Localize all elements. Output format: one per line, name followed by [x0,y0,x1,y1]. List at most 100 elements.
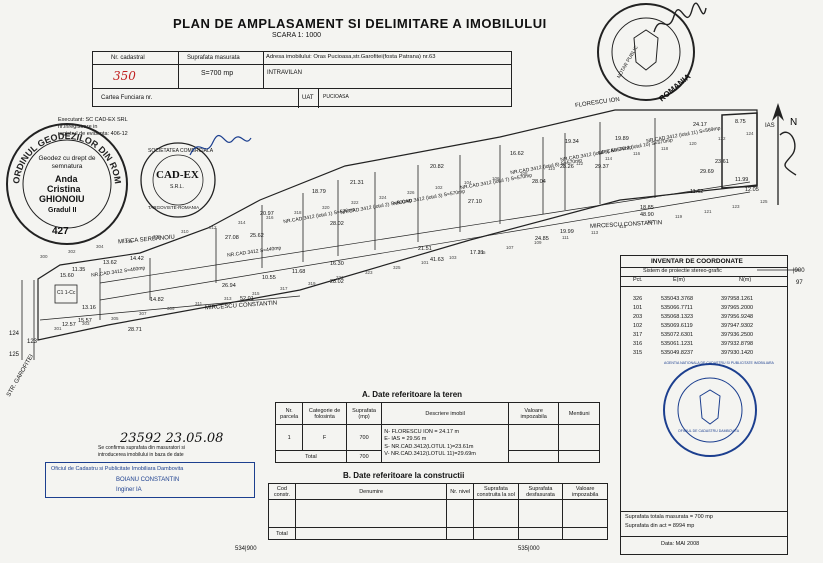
dimension-label: 17.21 [470,250,484,256]
info-box: Nr. cadastral Suprafata masurata Adresa … [92,51,512,108]
table-b-h-desf: Suprafata desfasurata [517,483,564,500]
suprafata-value: S=700 mp [201,70,234,77]
dimension-label: 28.02 [330,279,344,285]
margin-mark-5: 124 [9,331,20,337]
point-label: 111 [562,235,569,240]
footer-handwritten: 23592 23.05.08 [120,431,224,446]
table-a-title: A. Date referitoare la teren [362,390,463,399]
dimension-label: 19.99 [560,229,574,235]
coord-cell: 316 [633,341,643,347]
point-label: 101 [421,260,429,265]
point-label: 320 [322,205,330,210]
dimension-label: 11.35 [72,267,86,273]
coord-header-e: E(m) [673,277,685,283]
point-label: 110 [548,166,556,171]
point-label: 307 [139,311,147,316]
point-label: 302 [68,249,76,254]
executant-line-2: nr.inregistrare in [58,124,98,130]
anc-inner-text: OFICIUL DE CADASTRU DAMBOVITA [678,429,740,433]
coord-cell: 101 [633,305,643,311]
point-label: 121 [704,209,712,214]
margin-mark-3: |900 [793,268,805,274]
point-label: 104 [464,180,472,185]
dimension-label: 28.02 [330,221,344,227]
table-a-h-cat: Categorie de folosinta [302,402,347,425]
geodesist-grade: Gradul II [48,207,77,214]
notary-stamp: ROMANIA NOTAR PUBLIC [594,0,699,105]
dimension-label: 19.89 [615,136,629,142]
dimension-label: 10.55 [262,275,276,281]
table-a-total-value: 700 [345,450,383,463]
point-label: 107 [506,245,514,250]
geodesist-body: Geodez cu drept de semnatura [38,155,96,170]
point-label: 310 [181,229,189,234]
coord-cell: 397930.1420 [721,350,754,356]
coord-cell: 397936.2500 [721,332,754,338]
dimension-label: 21.51 [418,246,432,252]
geodesist-stamp-circle: ORDINUL GEODEZILOR DIN ROMANIA [0,113,128,245]
table-a-desc: N- FLORESCU ION = 24.17 m E- IAS = 29.56… [381,424,509,463]
coord-title: INVENTAR DE COORDONATE [651,258,743,265]
margin-mark-2: 535|000 [518,546,540,552]
point-label: 321 [336,275,344,280]
table-b-title: B. Date referitoare la constructii [343,471,465,480]
table-a-h-ment: Mentiuni [558,402,600,425]
table-a-h-desc: Descriere imobil [381,402,509,425]
executant-line-1: Executant: SC CAD-EX SRL [58,117,128,123]
point-label: 317 [280,286,288,291]
dimension-label: 27.08 [225,235,239,241]
building-c1: C1 1-Cc [57,290,76,296]
neighbor-ias: IAS [765,123,775,129]
point-label: 118 [661,146,669,151]
dimension-label: 11.99 [735,177,749,183]
dimension-label: 12.05 [745,187,759,193]
dimension-label: 28.04 [532,179,546,185]
handwritten-number: 350 [113,69,136,83]
ocpi-stamp: Oficiul de Cadastru si Publicitate Imobi… [45,462,255,498]
notary-stamp-circle [597,3,695,101]
dimension-label: 28.26 [560,164,574,170]
point-label: 318 [294,210,302,215]
point-label: 319 [308,281,316,286]
table-a-supr: 700 [345,424,383,451]
ocpi-name: Oficiul de Cadastru si Publicitate Imobi… [51,466,184,472]
point-label: 123 [732,204,740,209]
suprafata-label: Suprafata masurata [187,55,240,61]
coordinate-inventory: INVENTAR DE COORDONATE Sistem de proiect… [620,255,788,555]
dimension-label: 29.69 [700,169,714,175]
dimension-label: 23.61 [715,159,729,165]
dimension-label: 27.10 [468,199,482,205]
coord-date: Data: MAI 2008 [661,541,700,547]
point-label: 103 [449,255,457,260]
company-ring-top: SOCIETATEA COMERCIALA [148,148,214,154]
dimension-label: 29.37 [595,164,609,170]
intravilan-label: INTRAVILAN [267,70,302,76]
coord-total-act: Suprafata din act = 8994 mp [625,523,695,529]
company-name: CAD-EX [156,169,199,181]
table-a-cat: F [302,424,347,451]
point-label: 105 [478,250,486,255]
coord-cell: 315 [633,350,643,356]
table-b-h-cod: Cod constr. [268,483,296,500]
table-a-total-label: Total [275,450,347,463]
dimension-label: 15.60 [60,273,74,279]
north-arrow: N [772,103,797,205]
coord-cell: 535043.3768 [661,296,694,302]
coord-cell: 535069.6119 [661,323,693,329]
table-a-h-nr: Nr. parcela [274,402,304,425]
company-signature [189,134,252,156]
point-label: 113 [591,230,599,235]
dimension-label: 28.71 [128,327,142,333]
point-label: 322 [351,200,359,205]
table-a-nr: 1 [274,424,304,451]
table-a-desc-v: V- NR.CAD.3412(LOTUL 11)=29.69m [384,450,476,457]
table-a-desc-s: S- NR.CAD.3412(LOTUL 1)=23.61m [384,443,474,450]
coord-cell: 397932.8798 [721,341,754,347]
point-label: 124 [746,131,754,136]
point-label: 303 [82,321,90,326]
dimension-label: 41.63 [430,257,444,263]
coord-total-measured: Suprafata totala masurata = 700 mp [625,514,713,520]
